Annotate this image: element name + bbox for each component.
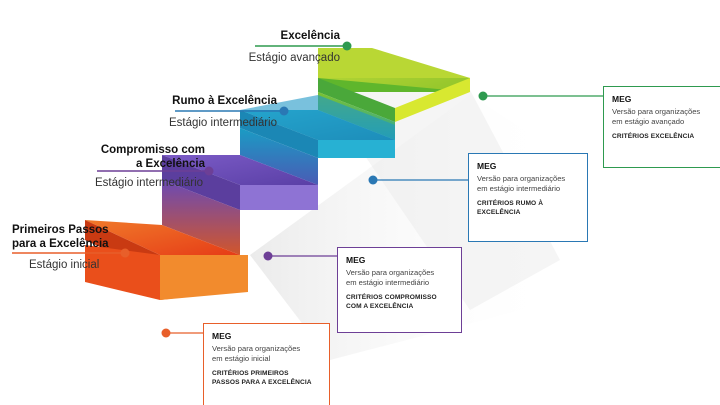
- step-primeiros-top: [85, 220, 240, 255]
- stage-subtitle-rumo: Estágio intermediário: [168, 117, 277, 129]
- stage-subtitle-compromisso: Estágio intermediário: [95, 177, 204, 189]
- card-rumo: MEG Versão para organizações em estágio …: [468, 153, 588, 242]
- connector-primeiros: [161, 328, 203, 338]
- riser-rumo: [240, 128, 318, 185]
- card-criteria: CRITÉRIOS PRIMEIROS PASSOS PARA A EXCELÊ…: [212, 370, 312, 386]
- card-criteria: CRITÉRIOS RUMO À EXCELÊNCIA: [477, 200, 544, 216]
- label-line-compromisso: [97, 166, 214, 176]
- stage-title-excelencia: Excelência: [280, 30, 340, 42]
- card-compromisso: MEG Versão para organizações em estágio …: [337, 247, 462, 333]
- stage-subtitle-excelencia: Estágio avançado: [248, 52, 340, 64]
- riser-compromisso: [162, 180, 240, 255]
- step-compromisso-edge: [240, 185, 318, 210]
- stage-title-primeiros-line1: Primeiros Passos: [12, 224, 109, 236]
- connector-dot-excelencia: [478, 91, 488, 101]
- card-title: MEG: [346, 255, 366, 265]
- card-description: Versão para organizações em estágio avan…: [612, 107, 701, 126]
- step-excelencia-edge: [395, 78, 470, 122]
- card-criteria: CRITÉRIOS EXCELÊNCIA: [612, 133, 695, 140]
- step-compromisso-top: [162, 155, 318, 185]
- connector-compromisso: [263, 251, 337, 261]
- label-line-excelencia: [255, 41, 352, 51]
- step-compromisso-front: [162, 155, 240, 210]
- connector-dot-compromisso: [263, 251, 273, 261]
- step-excelencia-top-face: [318, 48, 470, 78]
- stage-title-compromisso-line2: a Excelência: [135, 158, 205, 170]
- connector-dot-primeiros: [161, 328, 171, 338]
- card-primeiros: MEG Versão para organizações em estágio …: [203, 323, 330, 405]
- step-rumo-front: [240, 110, 318, 158]
- connector-excelencia: [478, 91, 612, 101]
- card-description: Versão para organizações em estágio inic…: [212, 344, 301, 363]
- step-rumo-edge: [318, 140, 395, 158]
- card-description: Versão para organizações em estágio inte…: [346, 268, 435, 287]
- label-line-rumo: [175, 106, 289, 116]
- card-excelencia: MEG Versão para organizações em estágio …: [603, 86, 720, 168]
- stage-title-compromisso-line1: Compromisso com: [100, 144, 205, 156]
- card-criteria: CRITÉRIOS COMPROMISSO COM A EXCELÊNCIA: [346, 294, 437, 310]
- step-rumo-shade: [240, 95, 395, 140]
- label-line-primeiros: [12, 248, 130, 258]
- connector-dot-rumo: [368, 175, 378, 185]
- card-title: MEG: [212, 331, 232, 341]
- stage-subtitle-primeiros: Estágio inicial: [29, 259, 100, 271]
- stage-title-rumo: Rumo à Excelência: [172, 95, 277, 107]
- connector-rumo: [368, 175, 468, 185]
- stage-title-primeiros-line2: para a Excelência: [12, 238, 109, 250]
- card-description: Versão para organizações em estágio inte…: [477, 174, 566, 193]
- step-primeiros-edge: [160, 255, 248, 300]
- card-title: MEG: [477, 161, 497, 171]
- step-excelencia-side: [318, 78, 395, 122]
- card-title: MEG: [612, 94, 632, 104]
